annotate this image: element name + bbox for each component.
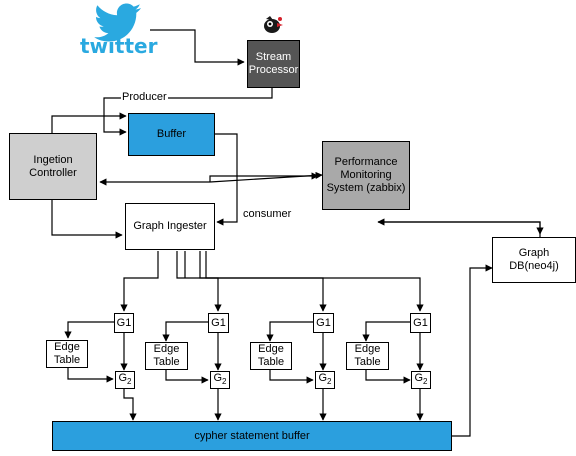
g1-node: G1 [410, 313, 431, 333]
buffer-label: Buffer [156, 128, 187, 140]
g2-node: G2 [315, 371, 335, 389]
g1-label: G1 [413, 316, 428, 329]
g1-label: G1 [116, 316, 132, 329]
g1-node: G1 [313, 313, 334, 333]
performance-monitoring-node: Performance Monitoring System (zabbix) [322, 141, 410, 210]
graph-db-label: Graph DB(neo4j) [509, 247, 559, 272]
edge-table-node: Edge Table [250, 342, 292, 370]
graph-ingester-node: Graph Ingester [125, 203, 215, 250]
bird-mascot-icon [264, 16, 283, 33]
g2-label: G2 [414, 371, 428, 387]
edge-table-node: Edge Table [145, 342, 188, 370]
g2-node: G2 [210, 371, 230, 389]
g2-label: G2 [318, 371, 332, 387]
edge-table-node: Edge Table [46, 340, 88, 368]
graph-ingester-label: Graph Ingester [133, 220, 207, 232]
twitter-logo-text: twitter [80, 34, 158, 58]
edge-table-label: Edge Table [354, 343, 381, 368]
edge-ingester-g1-d [205, 251, 424, 312]
edge-cypher-graphdb [452, 264, 493, 437]
buffer-node: Buffer [128, 113, 215, 156]
edge-controller-buffer [51, 112, 127, 133]
stream-processor-node: Stream Processor [247, 40, 300, 88]
g2-node: G2 [411, 371, 431, 389]
edge-table-node: Edge Table [346, 342, 389, 370]
edge-monitoring-graphdb [377, 218, 541, 237]
g2-node: G2 [115, 371, 135, 389]
g1-node: G1 [208, 313, 229, 333]
ingestion-controller-label: Ingetion Controller [29, 153, 77, 179]
stream-processor-label: Stream Processor [248, 51, 299, 76]
cypher-statement-buffer-node: cypher statement buffer [52, 421, 452, 451]
ingestion-controller-node: Ingetion Controller [9, 133, 97, 200]
g2-label: G2 [118, 371, 132, 387]
edge-ingester-g1-b [176, 251, 222, 312]
edge-stream-buffer [103, 88, 273, 136]
g1-node: G1 [114, 313, 134, 333]
twitter-bird-icon [94, 3, 141, 42]
edge-table-label: Edge Table [257, 343, 285, 368]
performance-monitoring-label: Performance Monitoring System (zabbix) [326, 156, 406, 194]
edge-ingester-g1-a [120, 251, 159, 312]
edge-table-label: Edge Table [153, 343, 180, 368]
edge-controller-ingester [51, 200, 123, 239]
g1-label: G1 [211, 316, 226, 329]
producer-label: Producer [121, 91, 168, 104]
edge-twitter-stream [150, 29, 245, 66]
graph-db-node: Graph DB(neo4j) [492, 237, 576, 283]
cypher-statement-buffer-label: cypher statement buffer [194, 429, 310, 442]
g2-label: G2 [213, 371, 227, 387]
edge-table-label: Edge Table [53, 341, 81, 366]
edge-buffer-ingester [215, 133, 238, 226]
consumer-label: consumer [243, 208, 292, 220]
g1-label: G1 [316, 316, 331, 329]
